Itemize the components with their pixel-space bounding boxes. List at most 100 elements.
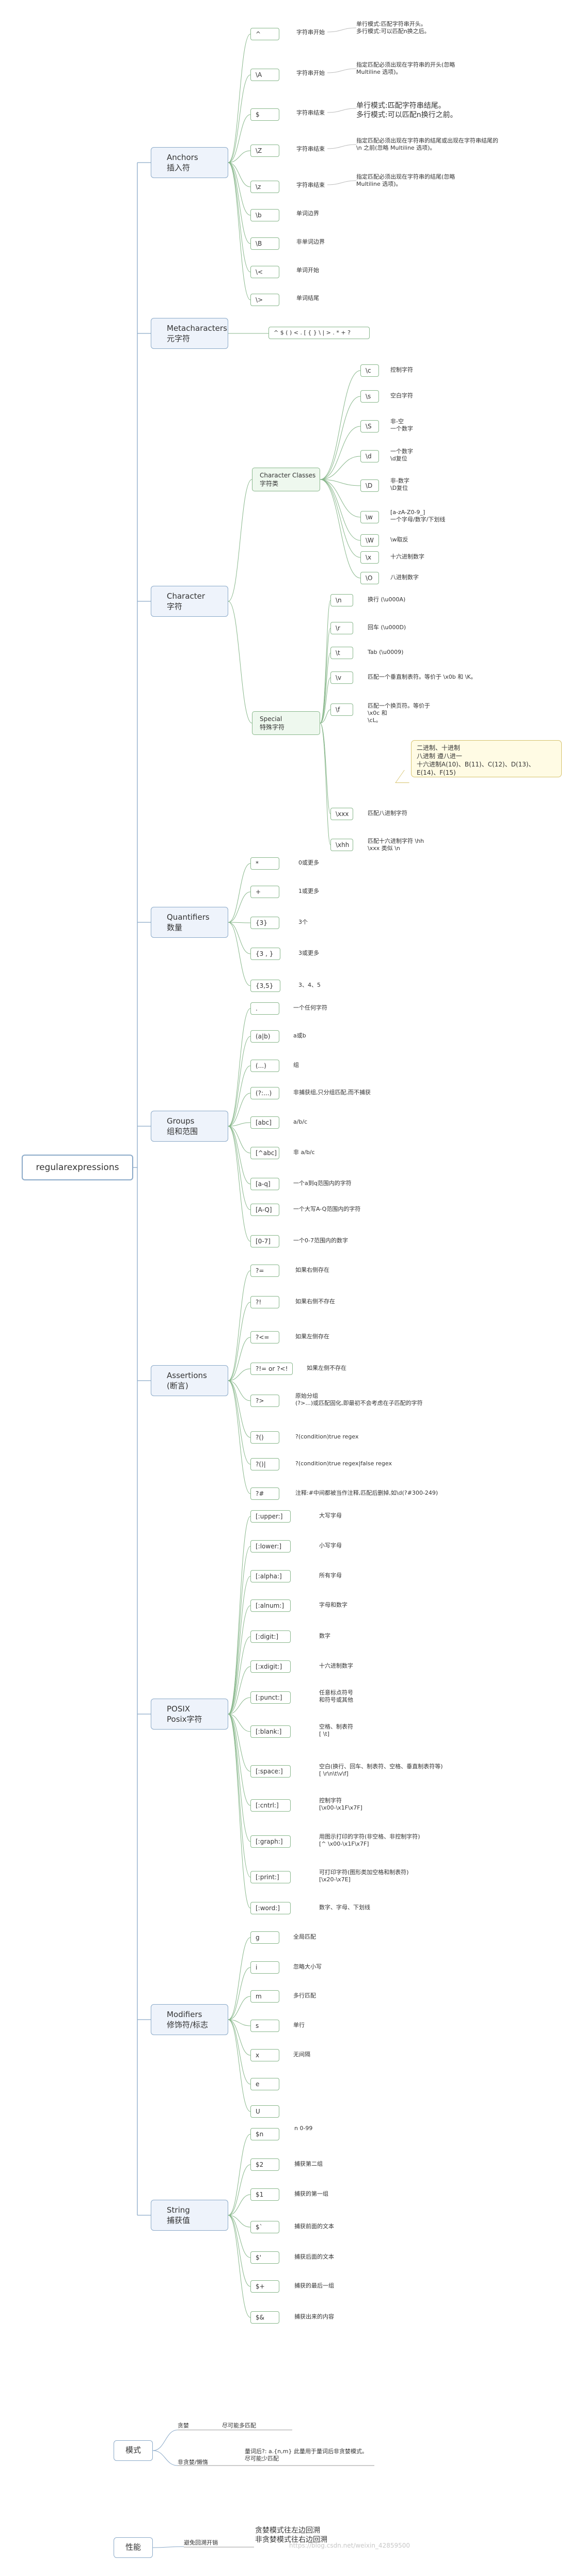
posix-description: 所有字母 — [319, 1572, 342, 1579]
string-connector — [228, 2215, 251, 2258]
character-class-description-line: 十六进制数字 — [390, 553, 424, 560]
assertion-item: ?() — [250, 1431, 279, 1444]
posix-item: [:punct:] — [250, 1691, 291, 1704]
special-item-connector — [320, 709, 331, 724]
quantifier-item: + — [250, 886, 279, 898]
posix-connector — [228, 1714, 251, 1732]
special-item: \xxx — [330, 808, 353, 820]
character-class-connector — [320, 370, 361, 480]
string-connector — [228, 2164, 251, 2216]
assertion-description-line: ?(condition)true regex — [295, 1433, 359, 1440]
anchor-explanation-connector — [327, 180, 357, 185]
anchor-explanation-connector — [327, 27, 357, 33]
string-item: $' — [250, 2251, 279, 2264]
group-description: a/b/c — [293, 1118, 307, 1126]
anchor-connector — [228, 162, 251, 273]
anchor-explanation-line: 多行模式:可以匹配n换行之前。 — [356, 111, 457, 119]
character-class-description: 非-空一个数字 — [390, 418, 413, 433]
special-item-connector — [320, 652, 331, 724]
string-description-line: 捕获的第一组 — [294, 2190, 328, 2197]
character-class-description: 空白字符 — [390, 392, 413, 399]
character-class-item: \d — [360, 450, 379, 462]
special-connector — [228, 601, 252, 724]
assertion-description-line: ?(condition)true regex|false regex — [295, 1460, 392, 1467]
string-item: $+ — [250, 2280, 279, 2293]
posix-description-line: 控制字符 — [319, 1797, 342, 1804]
character-class-item: \D — [360, 479, 379, 492]
posix-item: [:print:] — [250, 1871, 291, 1883]
assertion-item: ?= — [250, 1265, 279, 1277]
quantifier-description-line: 3或更多 — [298, 950, 319, 956]
posix-description-line: 大写字母 — [319, 1512, 342, 1519]
metacharacters-list: ^ $ ( ) < . [ { } \ | > . * + ? — [268, 327, 370, 339]
posix-item: [:blank:] — [250, 1725, 291, 1738]
anchor-description: 单词开始 — [296, 267, 319, 274]
main-node-groups-line: 组和范围 — [167, 1127, 198, 1136]
string-connector — [228, 2215, 251, 2228]
main-node-assertions-line: Assertions — [167, 1371, 207, 1380]
group-description-line: 组 — [293, 1062, 299, 1068]
anchor-explanation: 单行模式:匹配字符串开头。多行模式:可以匹配n换之后。 — [356, 21, 430, 35]
quantifier-connector — [228, 922, 251, 986]
posix-description-line: [\x20-\x7E] — [319, 1876, 351, 1883]
assertion-connector — [228, 1368, 251, 1381]
anchor-item: \< — [250, 266, 279, 278]
character-class-description: 八进制数字 — [390, 574, 419, 581]
group-description-line: 一个大写A-Q范围内的字符 — [293, 1206, 361, 1212]
character-class-description-line: 一个数字 — [390, 448, 413, 455]
character-class-item: \S — [360, 420, 379, 433]
special-description-line: Tab (\u0009) — [368, 649, 404, 655]
assertion-item: ?# — [250, 1487, 279, 1500]
performance-description: 贪婪模式往左边回溯非贪婪模式往右边回溯 — [255, 2526, 327, 2545]
root-node: regularexpressions — [22, 1155, 133, 1180]
anchor-connector — [228, 162, 251, 187]
string-description-line: 捕获的最后一组 — [294, 2282, 334, 2289]
character-class-description-line: \d复位 — [390, 455, 407, 462]
posix-description: 控制字符[\x00-\x1F\x7F] — [319, 1797, 362, 1812]
group-connector — [228, 1065, 251, 1127]
modifier-item: x — [250, 2049, 279, 2061]
mode-lazy-label: 非贪婪/懒惰 — [178, 2459, 208, 2466]
group-description: 组 — [293, 1062, 299, 1069]
string-connector — [228, 2215, 251, 2318]
group-description: 非 a/b/c — [293, 1149, 315, 1156]
group-item: (a|b) — [250, 1030, 279, 1043]
callout-line: 八进制 遵八进一 — [417, 753, 462, 760]
posix-item: [:xdigit:] — [250, 1660, 291, 1673]
special-description: 匹配一个换页符。等价于\x0c 和\cL。 — [368, 702, 430, 724]
posix-connector — [228, 1714, 251, 1772]
string-description-line: 捕获第二组 — [294, 2161, 323, 2167]
assertion-connector — [228, 1302, 251, 1381]
character-class-description-line: \w取反 — [390, 536, 408, 543]
anchor-connector — [228, 162, 251, 300]
posix-connector — [228, 1636, 251, 1715]
special-item: \r — [330, 622, 353, 634]
assertion-description-line: 如果左侧存在 — [295, 1333, 329, 1340]
modifier-connector — [228, 1967, 251, 2020]
anchor-description: 字符串结束 — [296, 146, 325, 153]
group-item: [a-q] — [250, 1178, 279, 1190]
special-description: 回车 (\u000D) — [368, 624, 406, 631]
modifier-description-line: 单行 — [293, 2022, 305, 2028]
assertion-description: 如果左侧存在 — [295, 1333, 329, 1340]
performance-node: 性能 — [114, 2537, 153, 2558]
group-description-line: 一个0-7范围内的数字 — [293, 1237, 348, 1244]
string-connector — [228, 2215, 251, 2287]
main-node-posix-line: POSIX — [167, 1704, 191, 1714]
group-connector — [228, 1093, 251, 1127]
anchor-connector — [228, 162, 251, 244]
assertion-connector — [228, 1380, 251, 1494]
group-description: a或b — [293, 1032, 306, 1039]
group-connector — [228, 1126, 251, 1210]
modifier-connector — [228, 2019, 251, 2056]
special-description-line: 匹配一个换页符。等价于 — [368, 702, 430, 709]
character-class-description: 非-数字\D复位 — [390, 477, 409, 492]
posix-item: [:lower:] — [250, 1540, 291, 1553]
anchor-item: \b — [250, 209, 279, 221]
anchor-explanation-line: 单行模式:匹配字符串开头。 — [356, 21, 426, 27]
character-classes-node-line: Character Classes — [260, 472, 316, 479]
character-class-item: \W — [360, 534, 379, 547]
anchor-description-line: 字符串开始 — [296, 29, 325, 36]
group-description-line: a或b — [293, 1032, 306, 1039]
